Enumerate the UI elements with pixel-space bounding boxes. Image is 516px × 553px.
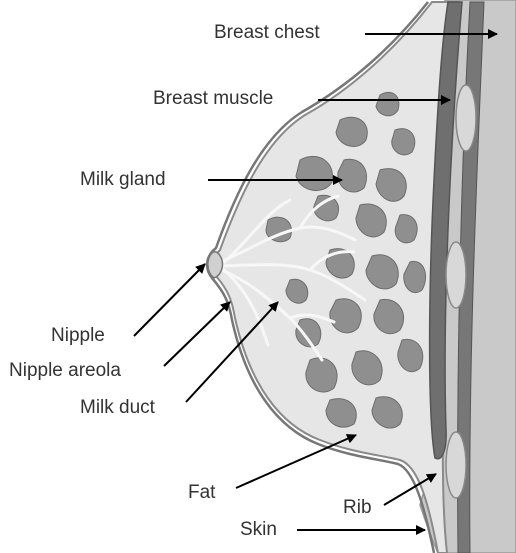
label-text-breast-muscle: Breast muscle bbox=[153, 88, 273, 109]
breast-illustration bbox=[207, 0, 516, 553]
label-nipple: Nipple bbox=[51, 264, 205, 346]
label-text-milk-gland: Milk gland bbox=[80, 169, 166, 190]
label-text-nipple-areola: Nipple areola bbox=[9, 360, 121, 381]
arrow-nipple bbox=[134, 264, 205, 336]
label-text-fat: Fat bbox=[188, 482, 216, 503]
label-fat: Fat bbox=[188, 435, 356, 503]
rib-3 bbox=[446, 432, 466, 498]
label-text-nipple: Nipple bbox=[51, 325, 105, 346]
label-text-breast-chest: Breast chest bbox=[214, 22, 320, 43]
label-text-milk-duct: Milk duct bbox=[80, 397, 156, 418]
arrow-nipple-areola bbox=[164, 302, 230, 366]
rib-1 bbox=[456, 85, 476, 151]
label-skin: Skin bbox=[240, 519, 425, 540]
arrow-fat bbox=[236, 435, 356, 488]
label-text-skin: Skin bbox=[240, 519, 277, 540]
label-text-rib: Rib bbox=[343, 497, 372, 518]
label-nipple-areola: Nipple areola bbox=[9, 302, 230, 381]
rib-2 bbox=[446, 242, 466, 308]
